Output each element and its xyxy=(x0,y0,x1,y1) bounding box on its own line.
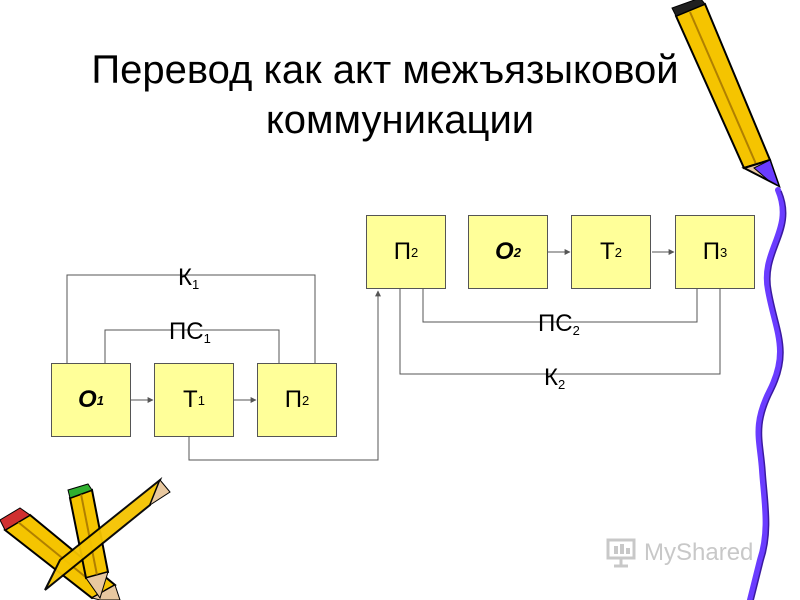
slide-title-line-2: коммуникации xyxy=(265,98,535,142)
label-ps2: ПС2 xyxy=(538,310,580,338)
box-t1-base: Т xyxy=(183,386,198,413)
label-ps1-base: ПС xyxy=(169,318,204,345)
label-k2-sub: 2 xyxy=(557,377,566,392)
box-t1-sub: 1 xyxy=(197,392,205,408)
box-p3-sub: 3 xyxy=(720,244,728,260)
label-ps2-sub: 2 xyxy=(572,323,580,338)
box-p2-left-base: П xyxy=(284,386,302,413)
ps2-connector xyxy=(422,289,698,323)
watermark-logo-icon xyxy=(606,538,636,568)
label-ps1: ПС1 xyxy=(169,318,211,346)
watermark-text: MyShared xyxy=(644,539,754,566)
ps1-connector xyxy=(104,329,280,363)
box-p2-right-sub: 2 xyxy=(411,244,419,260)
box-o2-base: О xyxy=(495,238,514,265)
box-p3-base: П xyxy=(702,238,720,265)
label-k2-base: К xyxy=(544,364,558,391)
box-t2-base: Т xyxy=(600,238,615,265)
watermark: MyShared xyxy=(606,538,753,568)
label-k1-base: К xyxy=(178,264,192,291)
label-k1-sub: 1 xyxy=(191,277,200,292)
label-k1: К1 xyxy=(178,264,199,292)
slide-title-line-1: Перевод как акт межъязыковой xyxy=(91,48,679,92)
pencil-top-right-icon xyxy=(671,0,781,189)
k2-connector xyxy=(399,289,721,375)
box-o1-sub: 1 xyxy=(96,392,104,408)
k1-connector xyxy=(66,274,316,363)
pencils-bottom-left-icon xyxy=(0,476,171,600)
label-ps2-base: ПС xyxy=(538,310,573,337)
box-p2-left-sub: 2 xyxy=(302,392,310,408)
box-t2-sub: 2 xyxy=(614,244,622,260)
box-p2-right-base: П xyxy=(393,238,411,265)
box-o2-sub: 2 xyxy=(513,244,521,260)
box-o1-base: О xyxy=(78,386,97,413)
ribbon-right-icon xyxy=(747,187,786,600)
label-k2: К2 xyxy=(544,364,565,392)
label-ps1-sub: 1 xyxy=(203,331,211,346)
t1-to-p2-right-connector xyxy=(188,290,381,461)
